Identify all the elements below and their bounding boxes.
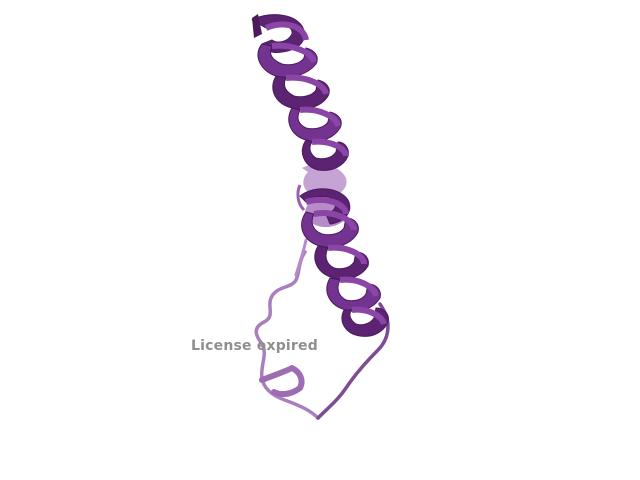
helix-upper (251, 14, 349, 171)
helix-lower (299, 188, 389, 337)
n-terminus (252, 14, 262, 38)
license-watermark: License expired (191, 338, 318, 354)
coil-loop (254, 238, 390, 420)
